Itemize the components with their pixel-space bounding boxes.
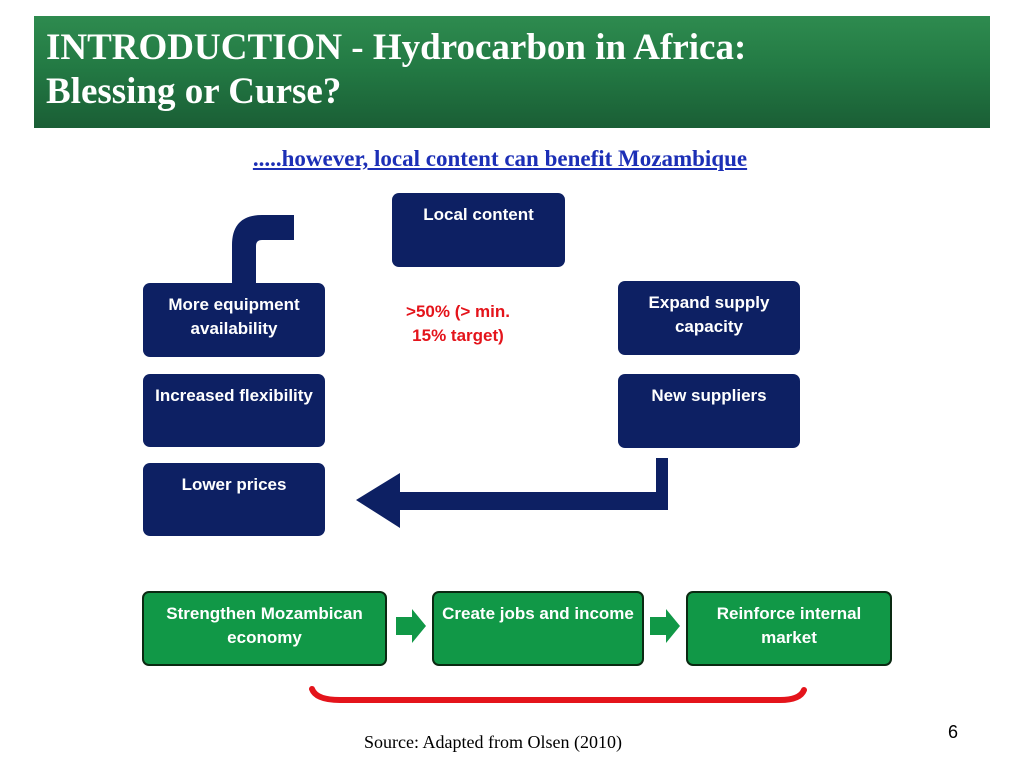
lower-prices-box: Lower prices [143,463,325,536]
green-arrow-icon-1 [396,609,426,643]
page-number: 6 [948,722,959,742]
expand-supply-box: Expand supply capacity [618,281,800,355]
title-line-2: Blessing or Curse? [46,71,342,112]
slide-header: INTRODUCTION - Hydrocarbon in Africa: Bl… [34,16,990,128]
new-suppliers-box: New suppliers [618,374,800,448]
slide-title: INTRODUCTION - Hydrocarbon in Africa: Bl… [46,26,976,114]
strengthen-economy-box: Strengthen Mozambican economy [142,591,387,666]
green-arrow-icon-2 [650,609,680,643]
return-arrow-icon [356,458,668,528]
title-line-1: INTRODUCTION - Hydrocarbon in Africa: [46,27,747,68]
target-note: >50% (> min. 15% target) [406,302,510,345]
red-bracket-icon [309,686,807,703]
reinforce-market-box: Reinforce internal market [686,591,892,666]
create-jobs-box: Create jobs and income [432,591,644,666]
curved-arrow-icon [232,197,318,283]
slide-subtitle: .....however, local content can benefit … [252,146,748,171]
source-citation: Source: Adapted from Olsen (2010) [364,732,622,752]
local-content-box: Local content [392,193,565,267]
increased-flexibility-box: Increased flexibility [143,374,325,447]
equipment-availability-box: More equipment availability [143,283,325,357]
